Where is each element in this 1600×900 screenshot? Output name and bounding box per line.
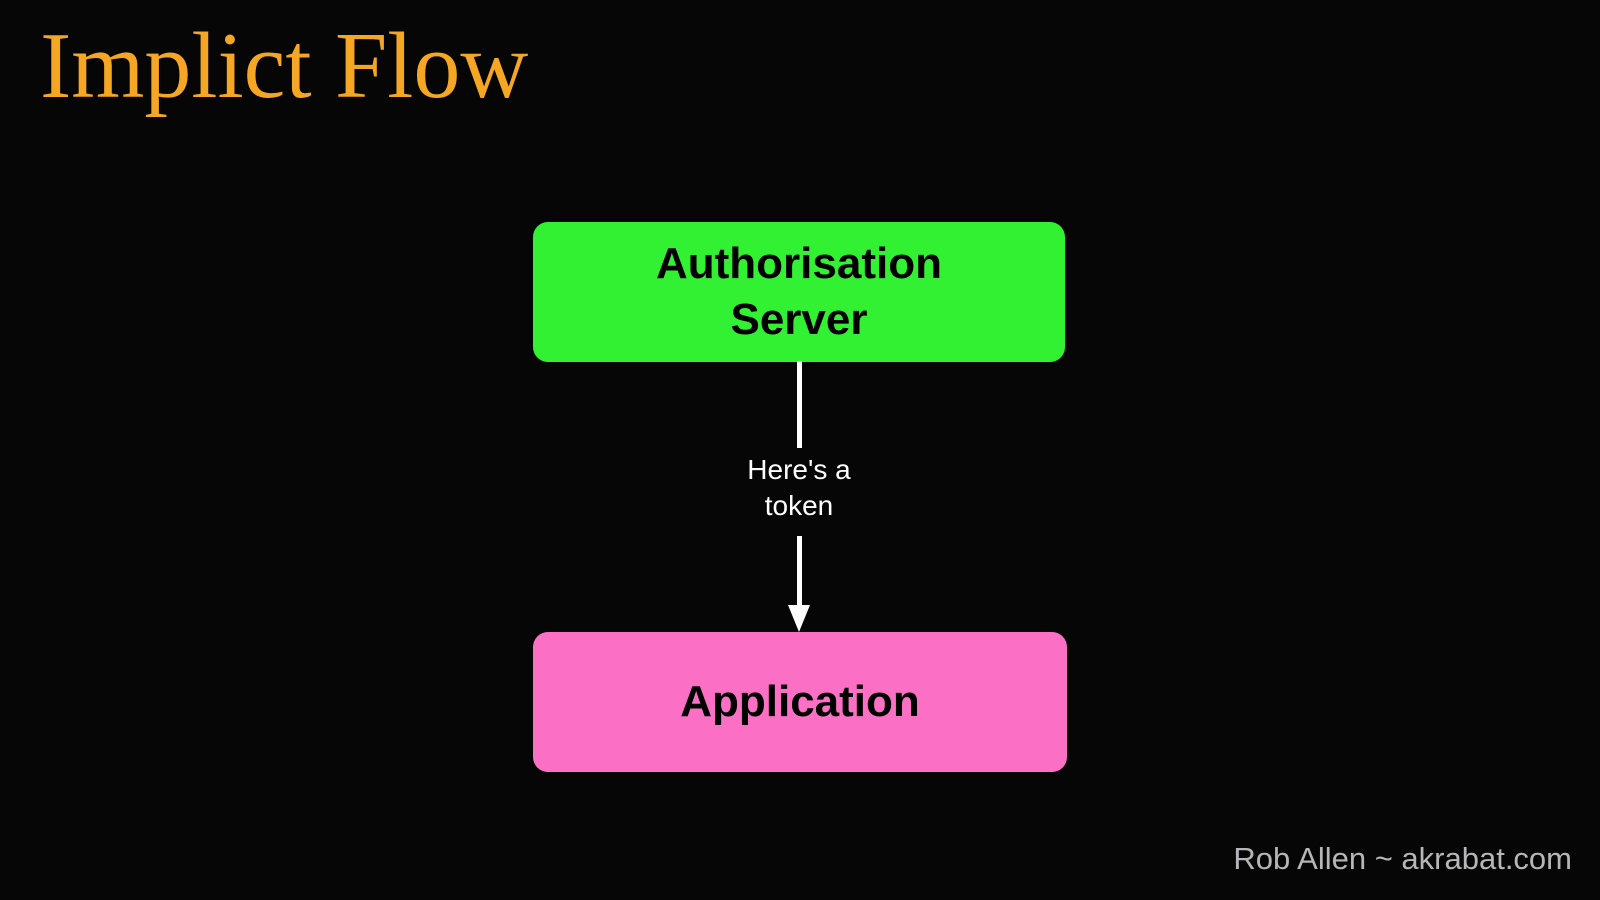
footer-credit: Rob Allen ~ akrabat.com: [1233, 841, 1572, 876]
node-authorisation-server-label: Authorisation Server: [656, 236, 942, 348]
arrow-line-upper: [797, 361, 802, 448]
node-application-label: Application: [680, 674, 920, 730]
edge-token-label-line1: Here's a: [747, 454, 851, 485]
page-title: Implict Flow: [40, 14, 529, 118]
node-application-label-line1: Application: [680, 677, 920, 726]
arrowhead-down-icon: [788, 605, 810, 632]
edge-token-label-line2: token: [764, 490, 834, 521]
node-application: Application: [533, 632, 1067, 772]
edge-token-label: Here's a token: [699, 452, 899, 524]
node-authorisation-server-label-line1: Authorisation: [656, 239, 942, 288]
node-authorisation-server-label-line2: Server: [730, 295, 868, 344]
arrow-line-lower: [797, 536, 802, 607]
node-authorisation-server: Authorisation Server: [533, 222, 1065, 362]
